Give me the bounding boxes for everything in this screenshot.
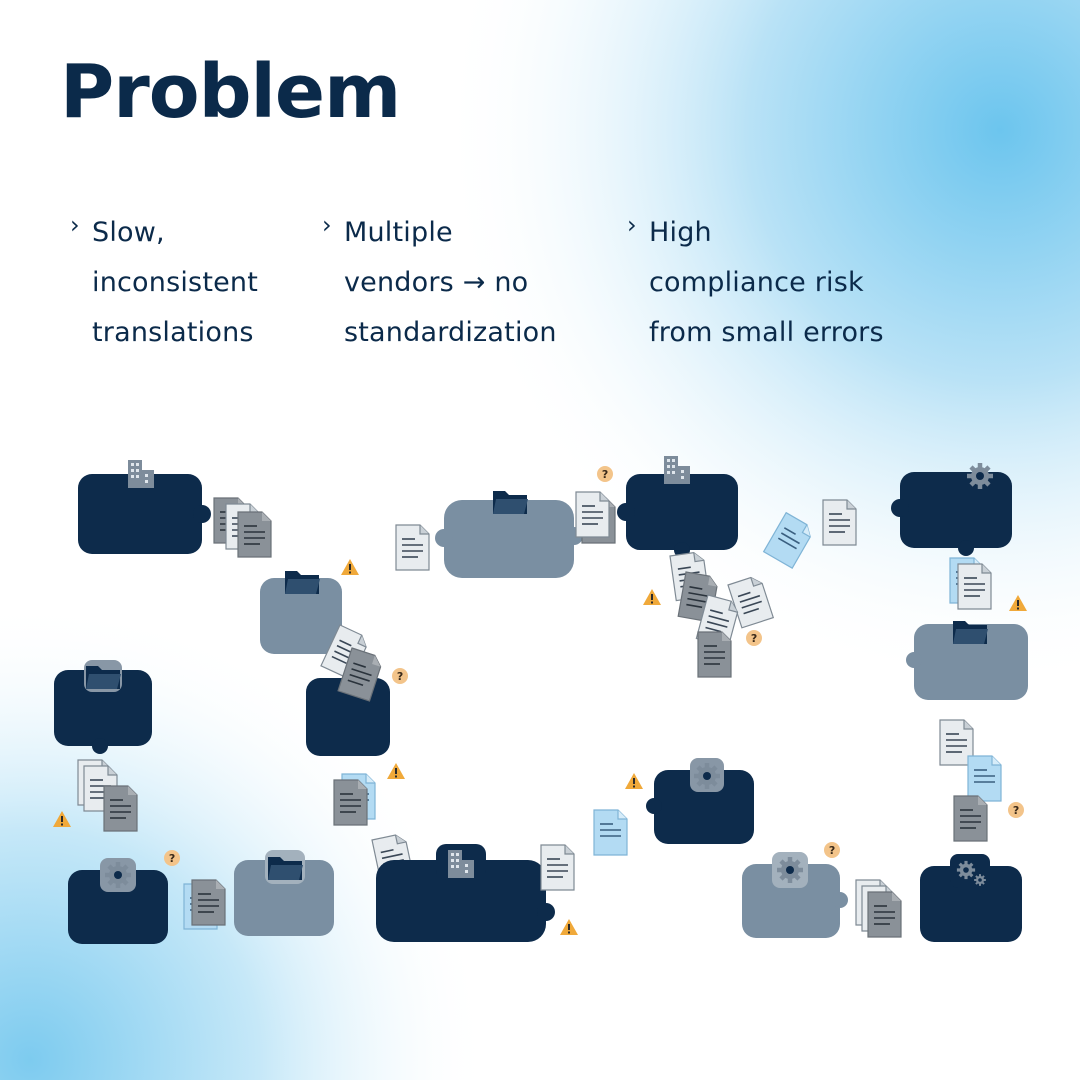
- vendor-node: [646, 758, 754, 844]
- warning-icon: [643, 589, 661, 605]
- question-icon: [164, 850, 180, 866]
- vendor-node: [617, 456, 738, 558]
- warning-icon: [341, 559, 359, 575]
- vendor-node: [54, 660, 152, 754]
- warning-icon: [560, 919, 578, 935]
- point-line: vendors → no: [344, 267, 529, 298]
- point-line: Slow,: [92, 217, 165, 248]
- vendor-node: [78, 460, 211, 554]
- vendor-node: [435, 491, 583, 578]
- document-stack: [77, 759, 138, 832]
- question-icon: [824, 842, 840, 858]
- document-icon: [822, 499, 857, 546]
- point-line: inconsistent: [92, 267, 259, 298]
- document-stack: [213, 497, 272, 558]
- document-icon: [593, 809, 628, 856]
- point-line: from small errors: [649, 317, 884, 348]
- point-line: standardization: [344, 317, 557, 348]
- point-line: High: [649, 217, 712, 248]
- point-line: Multiple: [344, 217, 453, 248]
- document-stack: [333, 773, 376, 826]
- point-line: compliance risk: [649, 267, 864, 298]
- warning-icon: [1009, 595, 1027, 611]
- question-icon: [392, 668, 408, 684]
- document-icon: [395, 524, 430, 571]
- warning-icon: [53, 811, 71, 827]
- vendor-node: [891, 463, 1012, 556]
- document-stack: [183, 879, 226, 930]
- chevron-right-icon: ›: [627, 211, 637, 239]
- problem-point-3: › High compliance risk from small errors: [627, 208, 884, 358]
- document-icon: [540, 844, 575, 891]
- vendor-node: [906, 621, 1028, 700]
- document-stack: [939, 719, 1002, 842]
- document-icon: [762, 511, 816, 569]
- question-icon: [1008, 802, 1024, 818]
- document-stack: [855, 879, 902, 938]
- warning-icon: [625, 773, 643, 789]
- vendor-node: [920, 854, 1022, 942]
- page-title: Problem: [60, 49, 401, 135]
- chevron-right-icon: ›: [70, 211, 80, 239]
- problem-point-1: › Slow, inconsistent translations: [70, 208, 258, 358]
- document-stack: [575, 491, 616, 544]
- warning-icon: [387, 763, 405, 779]
- document-stack: [949, 557, 992, 610]
- chevron-right-icon: ›: [322, 211, 332, 239]
- vendor-node: [68, 858, 168, 944]
- vendor-node: [234, 850, 334, 936]
- point-line: translations: [92, 317, 254, 348]
- problem-point-2: › Multiple vendors → no standardization: [322, 208, 557, 358]
- question-icon: [597, 466, 613, 482]
- vendor-node: [742, 852, 848, 938]
- vendor-node: [260, 571, 342, 654]
- document-pile: [669, 550, 775, 678]
- vendor-node: [376, 844, 555, 942]
- question-icon: [746, 630, 762, 646]
